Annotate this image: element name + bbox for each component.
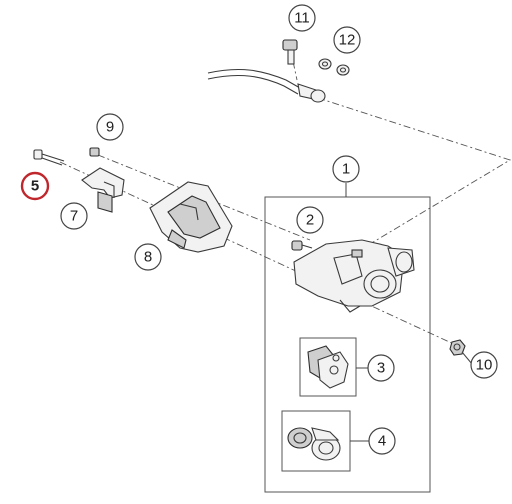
seal-washers-part xyxy=(318,58,350,76)
callout-3: 3 xyxy=(367,354,395,382)
long-bolt-part-5 xyxy=(33,149,65,166)
caliper-bracket-part-7 xyxy=(81,167,125,213)
pistons-part-4 xyxy=(287,427,341,461)
callout-7: 7 xyxy=(60,202,88,230)
bolt-part-10 xyxy=(449,339,466,356)
screw-part-9 xyxy=(89,147,100,157)
brake-hose xyxy=(207,68,326,103)
callout-9-label: 9 xyxy=(106,119,114,136)
callout-9: 9 xyxy=(96,113,124,141)
callout-8: 8 xyxy=(134,243,162,271)
callout-2-label: 2 xyxy=(306,212,314,229)
banjo-bolt-part xyxy=(282,39,298,65)
brake-pads-part-3 xyxy=(307,345,349,389)
callout-12: 12 xyxy=(333,26,361,54)
caliper-carrier-part-8 xyxy=(149,181,233,253)
callout-5-label: 5 xyxy=(31,178,39,195)
callout-3-label: 3 xyxy=(377,360,385,377)
caliper-assembly-box xyxy=(264,183,431,493)
callout-2: 2 xyxy=(296,206,324,234)
callout-11-label: 11 xyxy=(294,10,310,27)
leader-lines xyxy=(350,351,473,442)
callout-4-label: 4 xyxy=(378,433,386,450)
callout-1-label: 1 xyxy=(342,161,350,178)
callout-1: 1 xyxy=(332,155,360,183)
callout-7-label: 7 xyxy=(70,208,78,225)
callout-10-label: 10 xyxy=(476,357,493,374)
bleed-screw-part xyxy=(291,240,313,251)
callout-12-label: 12 xyxy=(339,32,356,49)
caliper-body-part-1 xyxy=(293,239,415,313)
callout-4: 4 xyxy=(368,427,396,455)
callout-11: 11 xyxy=(288,4,316,32)
callout-10: 10 xyxy=(470,351,498,379)
callout-8-label: 8 xyxy=(144,249,152,266)
brake-pad-box xyxy=(299,337,357,397)
callout-5-highlighted: 5 xyxy=(20,171,50,201)
